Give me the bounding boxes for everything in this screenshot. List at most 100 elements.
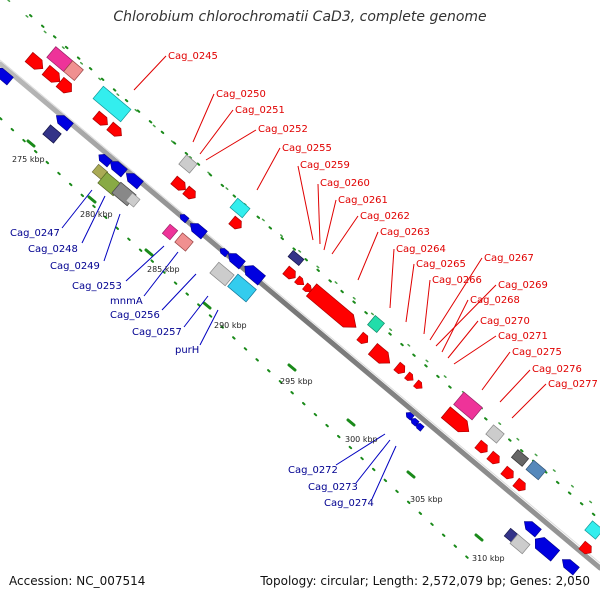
label-cag-0273: Cag_0273: [308, 482, 358, 493]
label-cag-0276: Cag_0276: [532, 364, 582, 375]
gene-cag-0262: [302, 282, 313, 293]
label-cag-0259: Cag_0259: [300, 160, 350, 171]
label-cag-0270: Cag_0270: [480, 316, 530, 327]
gene-blue-a: [55, 115, 74, 132]
label-cag-0266: Cag_0266: [432, 275, 482, 286]
gene-cag-0252: [182, 185, 196, 200]
gene-blue-d: [125, 173, 144, 190]
gene-red-b: [106, 121, 122, 137]
label-cag-0253: Cag_0253: [72, 281, 122, 292]
label-cag-0271: Cag_0271: [498, 331, 548, 342]
kbp-label-290: 290 kbp: [214, 321, 247, 330]
gene-cag-0245: [92, 85, 132, 123]
label-cag-0261: Cag_0261: [338, 195, 388, 206]
gene-blue-edge: [0, 67, 14, 86]
label-cag-0256: Cag_0256: [110, 310, 160, 321]
gene-blue-g: [219, 248, 230, 258]
gene-mnmA: [174, 232, 194, 252]
label-cag-0269: Cag_0269: [498, 280, 548, 291]
label-cag-0274: Cag_0274: [324, 498, 374, 509]
gene-cag-0255: [229, 197, 251, 219]
label-cag-0252: Cag_0252: [258, 124, 308, 135]
leaders-reverse: [61, 189, 397, 500]
gene-blue-h: [244, 265, 266, 286]
gene-red-d: [474, 439, 488, 454]
gene-cag-0260: [282, 265, 296, 280]
gene-purH: [227, 253, 246, 270]
gene-cag-0274: [415, 423, 425, 432]
kbp-label-280: 280 kbp: [80, 210, 113, 219]
kbp-label-310: 310 kbp: [472, 554, 505, 563]
gene-cag-0250: [178, 154, 198, 174]
gene-blue-e: [179, 214, 190, 224]
label-purH: purH: [175, 345, 199, 356]
gene-cag-0273: [410, 418, 420, 427]
leaders-forward: [133, 55, 547, 419]
gene-cag-0263: [305, 283, 357, 328]
gene-red-a: [92, 110, 108, 126]
label-cag-0272: Cag_0272: [288, 465, 338, 476]
gene-cag-0268: [404, 371, 414, 381]
gene-blue-i: [523, 521, 542, 538]
kbp-label-300: 300 kbp: [345, 435, 378, 444]
gene-red-e: [486, 450, 500, 465]
gene-pink-block: [46, 46, 84, 81]
gene-red-g: [512, 477, 526, 492]
gene-cag-0272: [405, 412, 415, 421]
labels-reverse: Cag_0247 Cag_0248 Cag_0249 Cag_0253 mnmA…: [10, 228, 374, 509]
gene-cag-0270: [453, 391, 483, 421]
label-cag-0263: Cag_0263: [380, 227, 430, 238]
topology-stats-text: Topology: circular; Length: 2,572,079 bp…: [260, 574, 590, 588]
map-title: Chlorobium chlorochromatii CaD3, complet…: [113, 9, 487, 25]
gene-red-small: [55, 76, 72, 94]
gene-blue-f: [189, 223, 208, 240]
kbp-label-305: 305 kbp: [410, 495, 443, 504]
gene-lightgray-b: [509, 533, 531, 555]
gene-red-edge: [578, 540, 592, 555]
label-cag-0249: Cag_0249: [50, 261, 100, 272]
gene-blue-j: [534, 537, 561, 562]
accession-text: Accession: NC_007514: [9, 574, 146, 588]
gene-cyan-edge: [584, 520, 600, 540]
label-cag-0262: Cag_0262: [360, 211, 410, 222]
dotted-tracks: [0, 0, 600, 561]
gene-cag-0267: [393, 361, 406, 375]
label-cag-0265: Cag_0265: [416, 259, 466, 270]
gene-cag-0256: [209, 261, 235, 287]
label-cag-0264: Cag_0264: [396, 244, 446, 255]
label-mnmA: mnmA: [110, 296, 143, 307]
label-cag-0250: Cag_0250: [216, 89, 266, 100]
gene-cag-0243: [24, 51, 44, 70]
gene-navy-a: [42, 124, 62, 144]
reverse-genes: [0, 67, 580, 576]
label-cag-0251: Cag_0251: [235, 105, 285, 116]
label-cag-0275: Cag_0275: [512, 347, 562, 358]
label-cag-0277: Cag_0277: [548, 379, 598, 390]
gene-cag-0265: [356, 331, 369, 345]
gene-cag-0264: [367, 315, 385, 333]
gene-red-c: [228, 215, 242, 230]
label-cag-0248: Cag_0248: [28, 244, 78, 255]
label-cag-0260: Cag_0260: [320, 178, 370, 189]
forward-genes: [24, 46, 600, 555]
gene-red-f: [500, 465, 514, 480]
kbp-label-275: 275 kbp: [12, 155, 45, 164]
gene-blue-k: [561, 559, 580, 576]
kbp-label-285: 285 kbp: [147, 265, 180, 274]
gene-cag-0261: [294, 275, 305, 286]
labels-forward: Cag_0245 Cag_0250 Cag_0251 Cag_0252 Cag_…: [168, 51, 598, 390]
genome-backbone: [0, 61, 600, 571]
gene-cag-0275: [485, 424, 505, 444]
label-cag-0267: Cag_0267: [484, 253, 534, 264]
gene-cag-0251: [170, 175, 186, 191]
gene-cag-0266: [367, 343, 391, 364]
label-cag-0255: Cag_0255: [282, 143, 332, 154]
kbp-labels: 275 kbp 280 kbp 285 kbp 290 kbp 295 kbp …: [12, 155, 505, 563]
kbp-label-295: 295 kbp: [280, 377, 313, 386]
gene-blue-c: [109, 161, 128, 178]
gene-cag-0253: [161, 223, 179, 241]
gene-cag-0257: [227, 273, 257, 303]
gene-blue-b: [98, 154, 113, 168]
gene-cag-0244: [41, 64, 61, 83]
